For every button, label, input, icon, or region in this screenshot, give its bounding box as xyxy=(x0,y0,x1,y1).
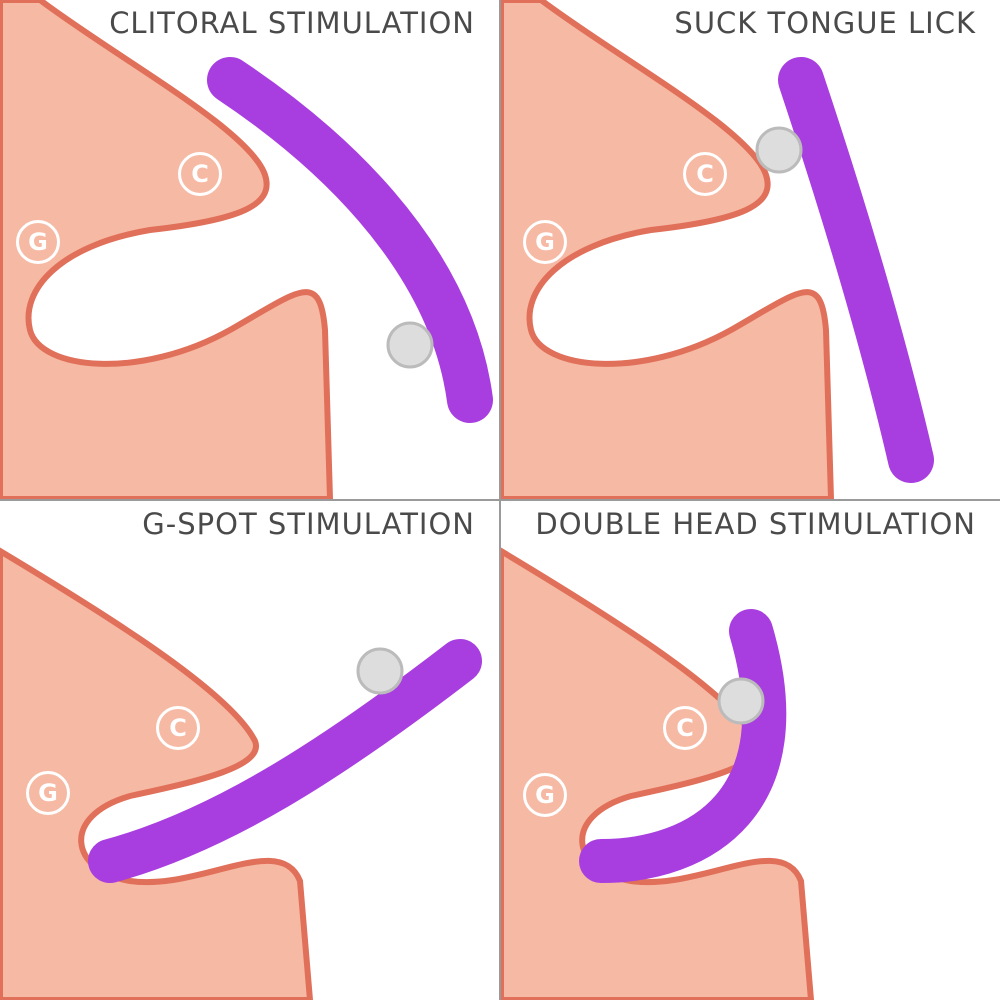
panel-title: DOUBLE HEAD STIMULATION xyxy=(535,507,976,541)
marker-g: G xyxy=(16,220,60,264)
marker-c: C xyxy=(683,152,727,196)
panel-double-head-stimulation: DOUBLE HEAD STIMULATION C G xyxy=(501,501,1000,1000)
panel-g-spot-stimulation: G-SPOT STIMULATION C G xyxy=(0,501,499,1000)
stylized-illustration xyxy=(501,547,815,1000)
panel-clitoral-stimulation: CLITORAL STIMULATION C G xyxy=(0,0,499,499)
panel-title: CLITORAL STIMULATION xyxy=(109,6,475,40)
panel-title: SUCK TONGUE LICK xyxy=(674,6,976,40)
marker-g: G xyxy=(523,773,567,817)
stylized-illustration xyxy=(501,0,934,499)
divider-horizontal xyxy=(0,499,1000,501)
marker-c: C xyxy=(178,152,222,196)
stylized-illustration xyxy=(0,0,493,499)
marker-g: G xyxy=(523,220,567,264)
panel-suck-tongue-lick: SUCK TONGUE LICK C G xyxy=(501,0,1000,499)
marker-g: G xyxy=(26,771,70,815)
stylized-illustration xyxy=(0,547,482,1000)
panel-title: G-SPOT STIMULATION xyxy=(142,507,475,541)
marker-c: C xyxy=(663,706,707,750)
marker-c: C xyxy=(156,706,200,750)
